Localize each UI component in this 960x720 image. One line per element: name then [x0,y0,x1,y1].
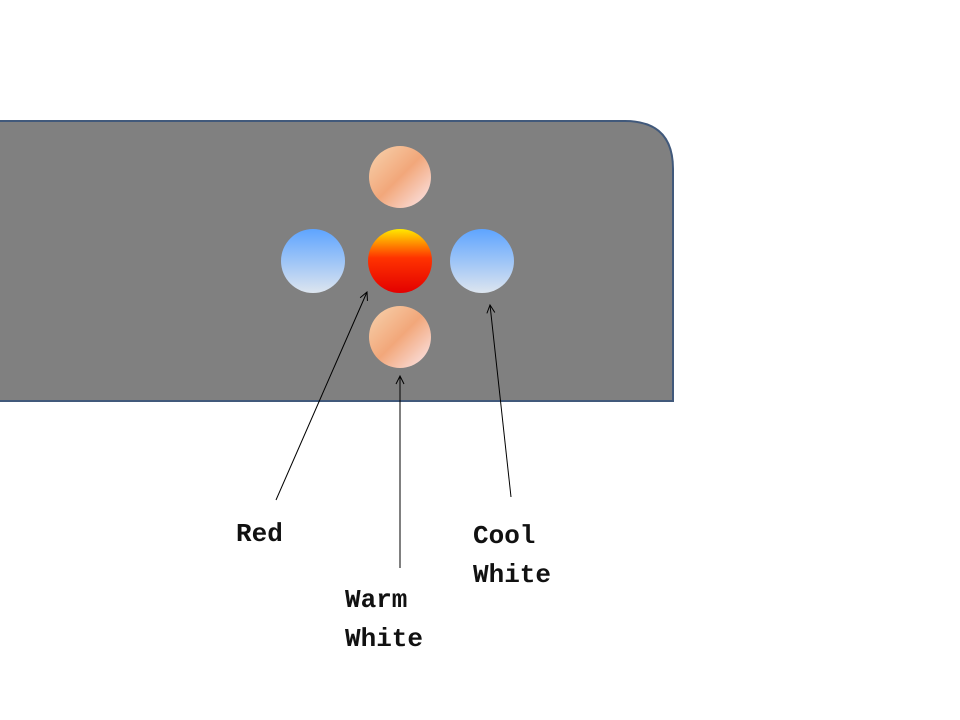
led-warm-white-top [369,146,431,208]
arrow-cool-white [490,305,512,498]
label-cool-white-line1: Cool [473,521,536,551]
led-cool-white-left [281,229,345,293]
label-cool-white-line2: White [473,560,552,590]
label-red-text: Red [236,519,283,549]
led-red [368,229,432,293]
led-warm-white-bottom [369,306,431,368]
label-warm-white: Warm White [345,581,423,659]
arrow-red [275,292,367,501]
label-warm-white-line2: White [345,624,424,654]
led-cool-white-right [450,229,514,293]
label-cool-white: Cool White [473,517,551,595]
label-warm-white-line1: Warm [345,585,408,615]
label-red: Red [236,515,283,554]
